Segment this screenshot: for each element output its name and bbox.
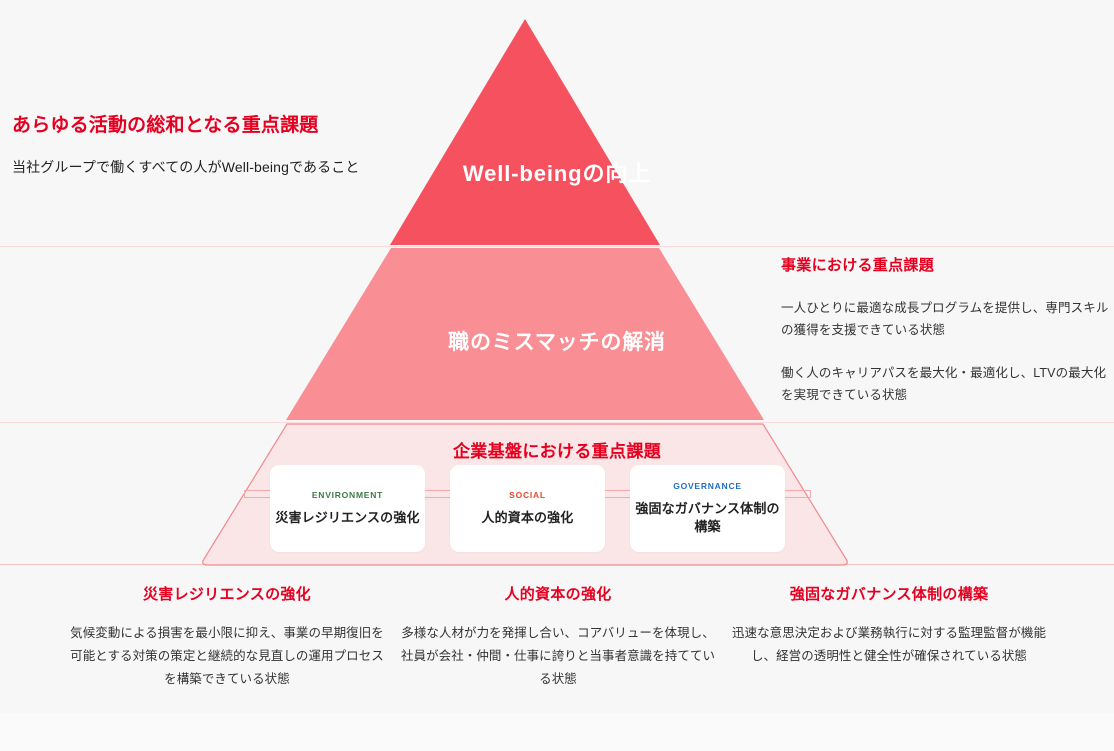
right-caption-paragraph-1: 一人ひとりに最適な成長プログラムを提供し、専門スキルの獲得を支援できている状態 (781, 301, 1109, 338)
right-caption-block: 事業における重点課題 一人ひとりに最適な成長プログラムを提供し、専門スキルの獲得… (781, 254, 1111, 406)
connector-line (605, 497, 631, 498)
right-caption-paragraph-2: 働く人のキャリアパスを最大化・最適化し、LTVの最大化を実現できている状態 (781, 365, 1107, 402)
bottom-column-title-governance: 強固なガバナンス体制の構築 (789, 586, 989, 603)
esg-title-governance: 強固なガバナンス体制の構築 (635, 500, 780, 534)
esg-title-social: 人的資本の強化 (481, 509, 574, 525)
footer-band (0, 713, 1114, 751)
bottom-column-social: 人的資本の強化 多様な人材が力を発揮し合い、コアバリューを体現し、社員が会社・仲… (400, 583, 716, 690)
bottom-column-body-environment: 気候変動による損害を最小限に抑え、事業の早期復旧を可能とする対策の策定と継続的な… (70, 626, 384, 686)
pyramid-tier3-label: 企業基盤における重点課題 (452, 442, 662, 461)
connector-line (785, 497, 811, 498)
bottom-column-body-social: 多様な人材が力を発揮し合い、コアバリューを体現し、社員が会社・仲間・仕事に誇りと… (400, 626, 716, 686)
bottom-column-environment: 災害レジリエンスの強化 気候変動による損害を最小限に抑え、事業の早期復旧を可能と… (69, 583, 385, 690)
left-caption-subtitle: 当社グループで働くすべての人がWell-beingであること (12, 158, 360, 175)
esg-card-governance[interactable]: GOVERNANCE 強固なガバナンス体制の構築 (630, 465, 785, 552)
bottom-description-columns: 災害レジリエンスの強化 気候変動による損害を最小限に抑え、事業の早期復旧を可能と… (0, 583, 1114, 690)
connector-tick (810, 490, 811, 498)
connector-line (244, 497, 270, 498)
connector-line (425, 490, 451, 491)
bottom-column-title-social: 人的資本の強化 (504, 586, 612, 603)
esg-card-social[interactable]: SOCIAL 人的資本の強化 (450, 465, 605, 552)
esg-title-environment: 災害レジリエンスの強化 (275, 509, 420, 525)
esg-kicker-social: SOCIAL (509, 489, 546, 500)
esg-kicker-governance: GOVERNANCE (673, 480, 742, 491)
esg-card-environment[interactable]: ENVIRONMENT 災害レジリエンスの強化 (270, 465, 425, 552)
connector-line (605, 490, 631, 491)
connector-line (425, 497, 451, 498)
bottom-column-title-environment: 災害レジリエンスの強化 (142, 586, 311, 603)
left-caption-block: あらゆる活動の総和となる重点課題 当社グループで働くすべての人がWell-bei… (12, 113, 432, 178)
connector-line (785, 490, 811, 491)
divider-pyramid-base (0, 564, 1114, 565)
divider-tier2-tier3 (0, 422, 1114, 423)
connector-line (244, 490, 270, 491)
bottom-column-governance: 強固なガバナンス体制の構築 迅速な意思決定および業務執行に対する監理監督が機能し… (731, 583, 1047, 690)
left-caption-heading: あらゆる活動の総和となる重点課題 (12, 115, 319, 136)
divider-tier1-tier2 (0, 246, 1114, 247)
esg-kicker-environment: ENVIRONMENT (311, 489, 384, 500)
pyramid-tier1-label: Well-beingの向上 (462, 161, 652, 186)
pyramid-tier2-label: 職のミスマッチの解消 (448, 331, 666, 354)
bottom-column-body-governance: 迅速な意思決定および業務執行に対する監理監督が機能し、経営の透明性と健全性が確保… (731, 626, 1047, 663)
right-caption-heading: 事業における重点課題 (781, 257, 935, 274)
connector-tick (244, 490, 245, 498)
